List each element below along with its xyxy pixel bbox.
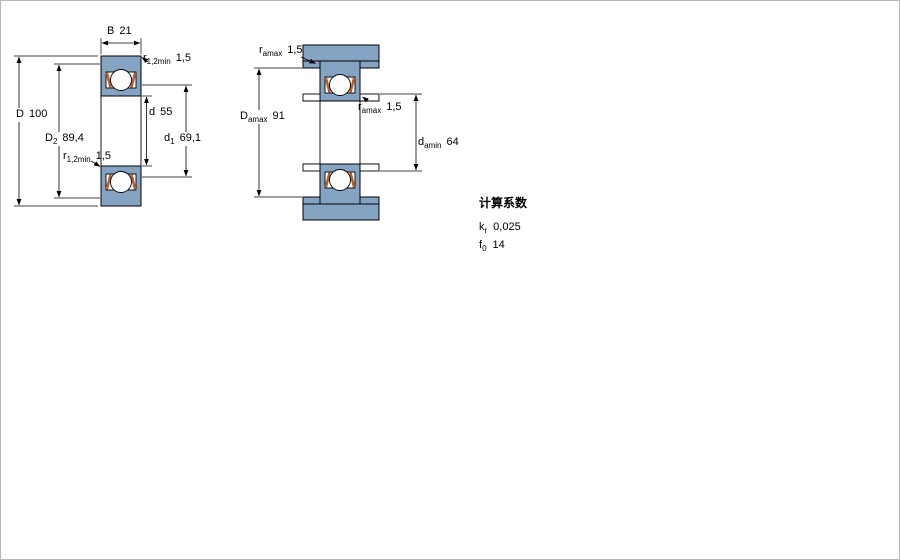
- bearing-section-top: [319, 60, 361, 102]
- dimension-B: [100, 38, 142, 54]
- seal: [349, 172, 356, 188]
- dimension-Da: [254, 67, 302, 198]
- leader-r12-bottom: [90, 160, 101, 167]
- dimension-d: [142, 95, 152, 167]
- dimension-da: [380, 93, 422, 172]
- seal: [324, 77, 331, 93]
- shaft-shoulder: [302, 163, 321, 172]
- housing-shoulder: [359, 60, 380, 69]
- bearing-section-bottom: [100, 165, 142, 207]
- dimension-d1: [142, 84, 192, 178]
- calculation-factors-heading: 计算系数: [479, 196, 528, 210]
- housing-shoulder: [359, 196, 380, 205]
- housing-top: [302, 44, 380, 62]
- right-mounting-view: [254, 44, 422, 221]
- rolling-element: [329, 169, 351, 191]
- dimension-D: [14, 55, 98, 207]
- seal: [105, 174, 112, 190]
- seal: [324, 172, 331, 188]
- seal: [349, 77, 356, 93]
- bearing-section-top: [100, 55, 142, 97]
- seal: [105, 72, 112, 88]
- seal: [130, 72, 137, 88]
- leader-ra-top: [300, 56, 316, 64]
- dimension-D2: [54, 63, 100, 199]
- rolling-element: [110, 171, 132, 193]
- shaft-shoulder: [359, 163, 380, 172]
- seal: [130, 174, 137, 190]
- rolling-element: [329, 74, 351, 96]
- bearing-section-bottom: [319, 163, 361, 205]
- leader-ra-mid: [362, 96, 369, 103]
- housing-shoulder: [302, 196, 321, 205]
- leader-r12-top: [141, 57, 149, 64]
- rolling-element: [110, 69, 132, 91]
- left-cross-section-view: [14, 38, 192, 207]
- shaft-shoulder: [302, 93, 321, 102]
- housing-bottom: [302, 203, 380, 221]
